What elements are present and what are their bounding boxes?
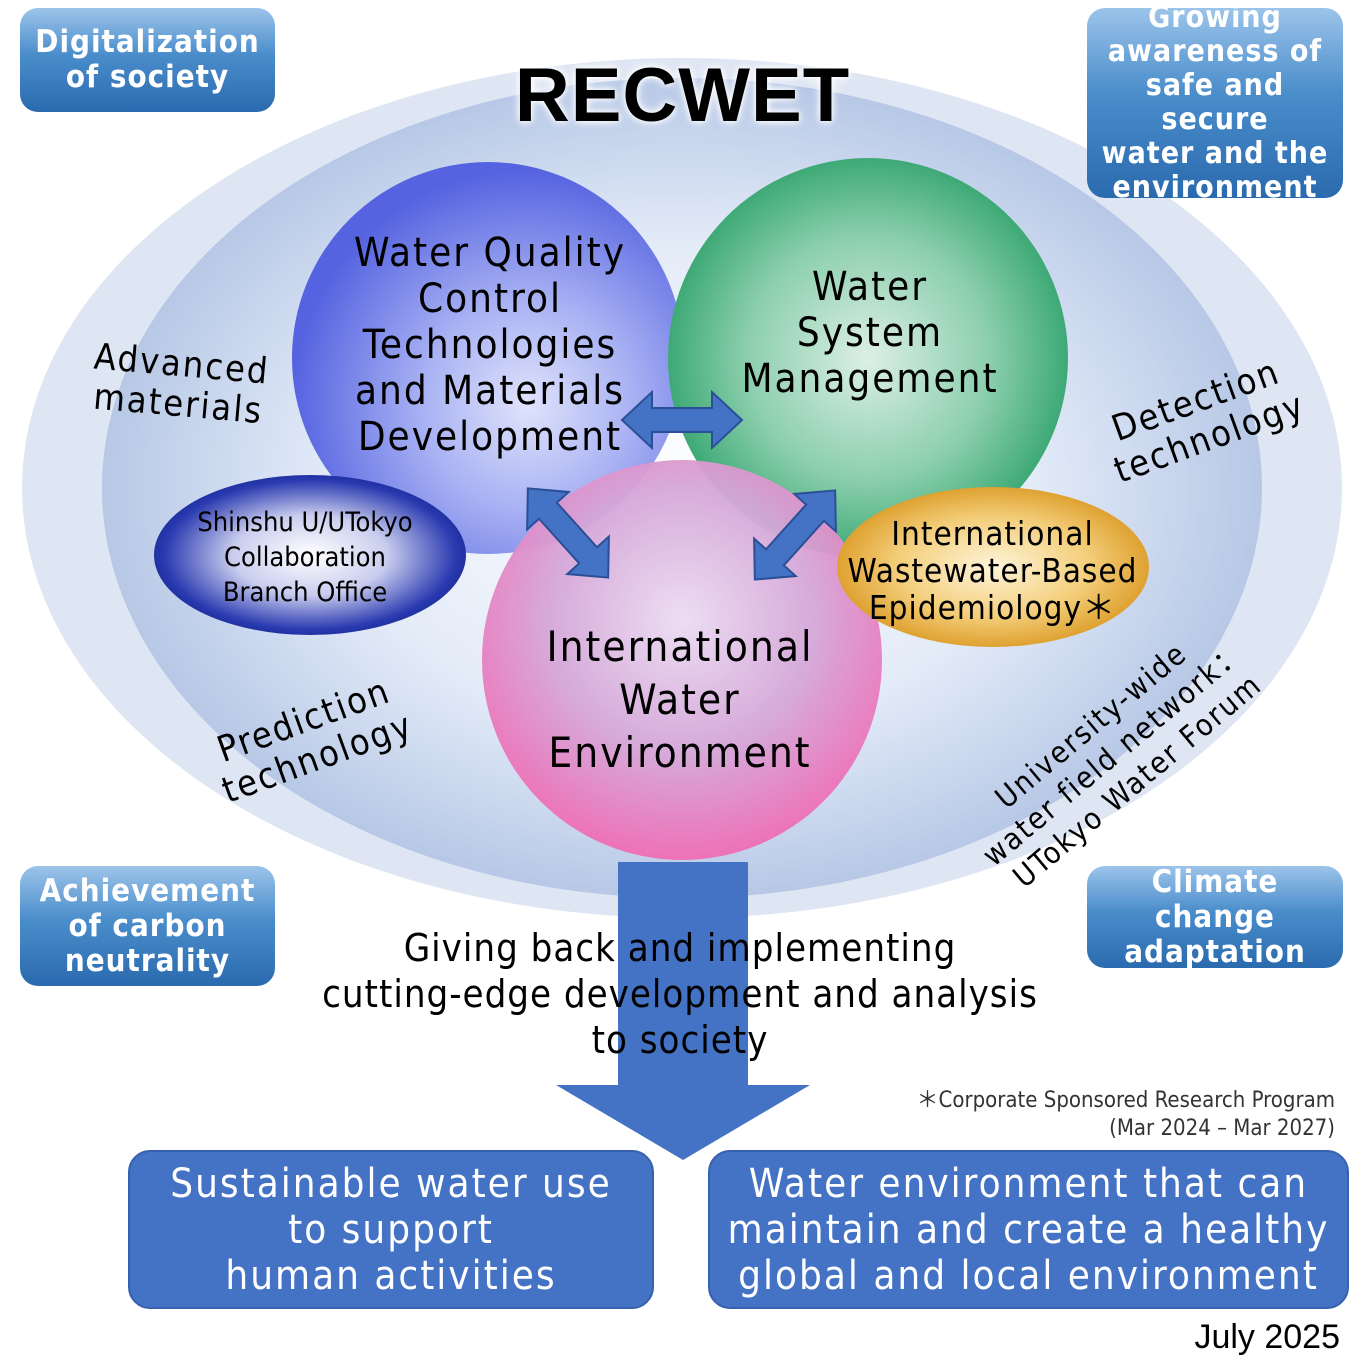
corner-carbon-neutrality: Achievement of carbon neutrality	[20, 866, 275, 986]
double-arrow-right-diagonal	[753, 489, 837, 581]
big-down-arrow	[556, 862, 810, 1160]
circle-water-quality	[292, 162, 684, 554]
circle-label-international-water: International Water Environment	[546, 622, 814, 777]
footnote: ＊Corporate Sponsored Research Program (M…	[916, 1088, 1335, 1141]
date-label: July 2025	[1194, 1318, 1340, 1356]
double-arrow-left-diagonal	[526, 487, 610, 579]
ellipse-shinshu	[154, 475, 466, 635]
circle-label-water-quality: Water Quality Control Technologies and M…	[353, 230, 627, 460]
corner-digitalization: Digitalization of society	[20, 8, 275, 112]
page-title: RECWET	[514, 53, 851, 138]
circle-water-system	[668, 158, 1068, 558]
double-arrow-horizontal	[620, 389, 744, 451]
ellipse-label-shinshu: Shinshu U/UTokyo Collaboration Branch Of…	[197, 507, 413, 608]
corner-growing-awareness: Growing awareness of safe and secure wat…	[1087, 1, 1343, 205]
circle-label-water-system: Water System Management	[741, 264, 999, 402]
center-statement: Giving back and implementing cutting-edg…	[322, 926, 1038, 1062]
outcome-box-right: Water environment that can maintain and …	[708, 1150, 1349, 1309]
outcome-box-left: Sustainable water use to support human a…	[128, 1150, 654, 1309]
corner-climate-change: Climate change adaptation	[1087, 864, 1343, 969]
ellipse-label-wastewater: International Wastewater-Based Epidemiol…	[847, 514, 1138, 627]
ellipse-wastewater	[837, 487, 1149, 647]
